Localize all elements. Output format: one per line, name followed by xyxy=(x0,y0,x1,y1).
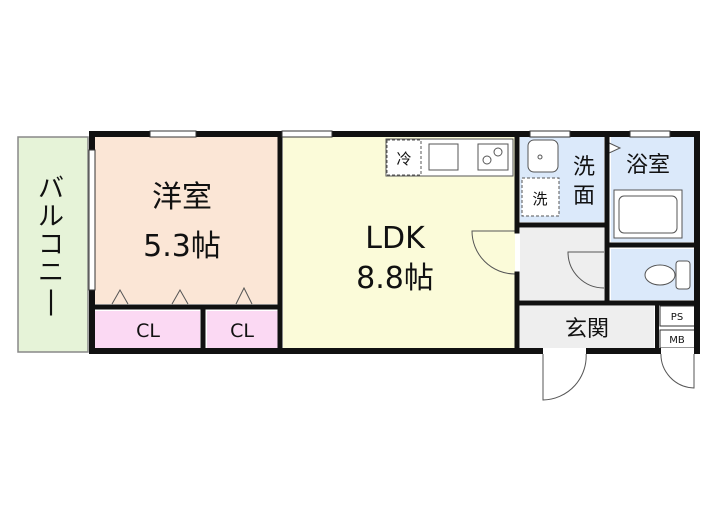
kitchen-sink xyxy=(428,143,459,171)
bathtub-inner xyxy=(618,195,678,234)
washer-space xyxy=(521,177,560,217)
balcony-area xyxy=(17,136,89,353)
stove xyxy=(477,143,509,171)
washer-label: 洗 xyxy=(532,190,547,208)
western-room-size: 5.3帖 xyxy=(143,229,221,264)
closet-2-label: CL xyxy=(230,320,254,342)
wash-basin xyxy=(527,139,559,173)
ldk-label: LDK xyxy=(365,221,426,256)
entrance-door-gap-left xyxy=(543,348,586,354)
ldk-door xyxy=(471,230,516,275)
stove-burner-1 xyxy=(482,155,492,165)
stove-burner-2 xyxy=(493,147,503,157)
mb-label: MB xyxy=(669,335,685,346)
entrance-door-gap-right xyxy=(661,348,694,354)
ldk-size: 8.8帖 xyxy=(356,261,434,296)
entrance-label: 玄関 xyxy=(565,317,609,342)
washroom-label-bottom: 面 xyxy=(573,184,595,209)
bathroom-label: 浴室 xyxy=(626,153,670,178)
toilet-bowl xyxy=(644,264,676,286)
fridge-label: 冷 xyxy=(396,150,411,168)
fridge-space xyxy=(386,139,422,176)
balcony-label: バルコニ| xyxy=(38,174,68,316)
entrance-door-left xyxy=(542,351,587,401)
closet-door-marks xyxy=(111,286,253,305)
closet-1-label: CL xyxy=(136,320,160,342)
wash-basin-drain xyxy=(537,154,543,160)
closet-1 xyxy=(95,311,200,348)
hall-door xyxy=(567,251,605,289)
balcony-label-char: コ xyxy=(38,230,68,260)
entrance xyxy=(520,306,654,348)
windows xyxy=(88,130,671,291)
entrance-door-right xyxy=(660,351,695,389)
balcony-label-char: ル xyxy=(38,202,68,232)
western-room-label: 洋室 xyxy=(152,180,212,215)
toilet-tank xyxy=(675,260,691,290)
balcony-label-char: バ xyxy=(38,174,68,204)
hall xyxy=(520,228,604,300)
balcony-label-char: | xyxy=(47,286,60,316)
washroom-label-top: 洗 xyxy=(573,155,595,180)
western-room xyxy=(95,137,278,304)
ps-label: PS xyxy=(671,312,683,323)
balcony-label-char: ニ xyxy=(38,258,68,288)
closet-2 xyxy=(207,311,278,348)
